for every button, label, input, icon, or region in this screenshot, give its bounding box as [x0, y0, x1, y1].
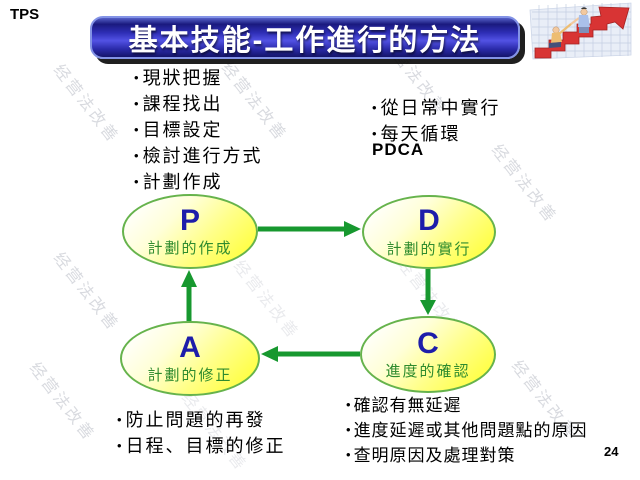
list-item-text: 計劃作成 [142, 172, 223, 192]
plan-steps-list: •現狀把握 •課程找出 •目標設定 •檢討進行方式 •計劃作成 [134, 66, 263, 196]
list-item: •課程找出 [134, 92, 263, 118]
watermark: 经营法改善 [229, 257, 302, 344]
check-steps-list: •確認有無延遲 •進度延遲或其他問題點的原因 •查明原因及處理對策 [346, 394, 588, 469]
list-item: •確認有無延遲 [346, 394, 588, 419]
pdca-note: PDCA [372, 140, 425, 159]
bullet: • [134, 148, 141, 163]
list-item: •目標設定 [134, 118, 263, 144]
act-steps-list: •防止問題的再發 •日程、目標的修正 [117, 408, 286, 460]
list-item: •每天循環 [372, 122, 501, 148]
arrow-a-to-p-icon [181, 270, 197, 321]
cycle-node-act: A 計劃的修正 [120, 321, 260, 396]
climbing-chart-clipart-icon [529, 2, 632, 60]
do-steps-list: •從日常中實行 •每天循環 [372, 96, 501, 148]
watermark: 经营法改善 [25, 359, 98, 446]
bullet: • [346, 447, 352, 462]
bullet: • [134, 122, 141, 137]
page-title: 基本技能-工作進行的方法 [128, 24, 482, 57]
list-item-text: 每天循環 [380, 124, 461, 144]
cycle-node-plan: P 計劃的作成 [122, 194, 258, 269]
list-item: •現狀把握 [134, 66, 263, 92]
page-number: 24 [604, 444, 619, 459]
list-item-text: 進度延遲或其他問題點的原因 [353, 421, 588, 440]
list-item: •進度延遲或其他問題點的原因 [346, 419, 588, 444]
climbing-chart-clipart-icon [527, 2, 633, 60]
watermark: 经营法改善 [487, 141, 560, 228]
bullet: • [134, 96, 141, 111]
list-item: •從日常中實行 [372, 96, 501, 122]
bullet: • [134, 70, 141, 85]
node-letter: D [418, 204, 440, 238]
title-banner: 基本技能-工作進行的方法 [90, 16, 520, 59]
cycle-node-check: C 進度的確認 [360, 316, 496, 393]
arrow-p-to-d-icon [258, 221, 361, 237]
list-item-text: 現狀把握 [142, 68, 223, 88]
bullet: • [117, 438, 124, 453]
corner-label-tps: TPS [10, 6, 40, 23]
bullet: • [117, 412, 124, 427]
watermark: 经营法改善 [49, 61, 122, 148]
list-item-text: 檢討進行方式 [142, 146, 263, 166]
list-item-text: 防止問題的再發 [125, 410, 266, 430]
bullet: • [346, 397, 352, 412]
bullet: • [372, 100, 379, 115]
list-item: •防止問題的再發 [117, 408, 286, 434]
list-item-text: 目標設定 [142, 120, 223, 140]
bullet: • [134, 174, 141, 189]
node-label: 計劃的作成 [147, 240, 233, 258]
node-letter: C [417, 326, 439, 360]
node-label: 計劃的實行 [386, 240, 472, 258]
list-item: •檢討進行方式 [134, 144, 263, 170]
list-item-text: 查明原因及處理對策 [353, 446, 516, 465]
bullet: • [372, 126, 379, 141]
cycle-node-do: D 計劃的實行 [362, 195, 496, 269]
list-item: •日程、目標的修正 [117, 434, 286, 460]
list-item-text: 課程找出 [142, 94, 223, 114]
list-item-text: 日程、目標的修正 [125, 436, 286, 456]
watermark: 经营法改善 [49, 249, 122, 336]
node-letter: A [179, 330, 201, 364]
bullet: • [346, 422, 352, 437]
arrow-c-to-a-icon [261, 346, 360, 362]
list-item: •計劃作成 [134, 170, 263, 196]
list-item: •查明原因及處理對策 [346, 444, 588, 469]
node-label: 進度的確認 [385, 363, 471, 381]
list-item-text: 確認有無延遲 [353, 396, 462, 415]
node-letter: P [179, 203, 200, 237]
list-item-text: 從日常中實行 [380, 98, 501, 118]
node-label: 計劃的修正 [147, 367, 233, 385]
